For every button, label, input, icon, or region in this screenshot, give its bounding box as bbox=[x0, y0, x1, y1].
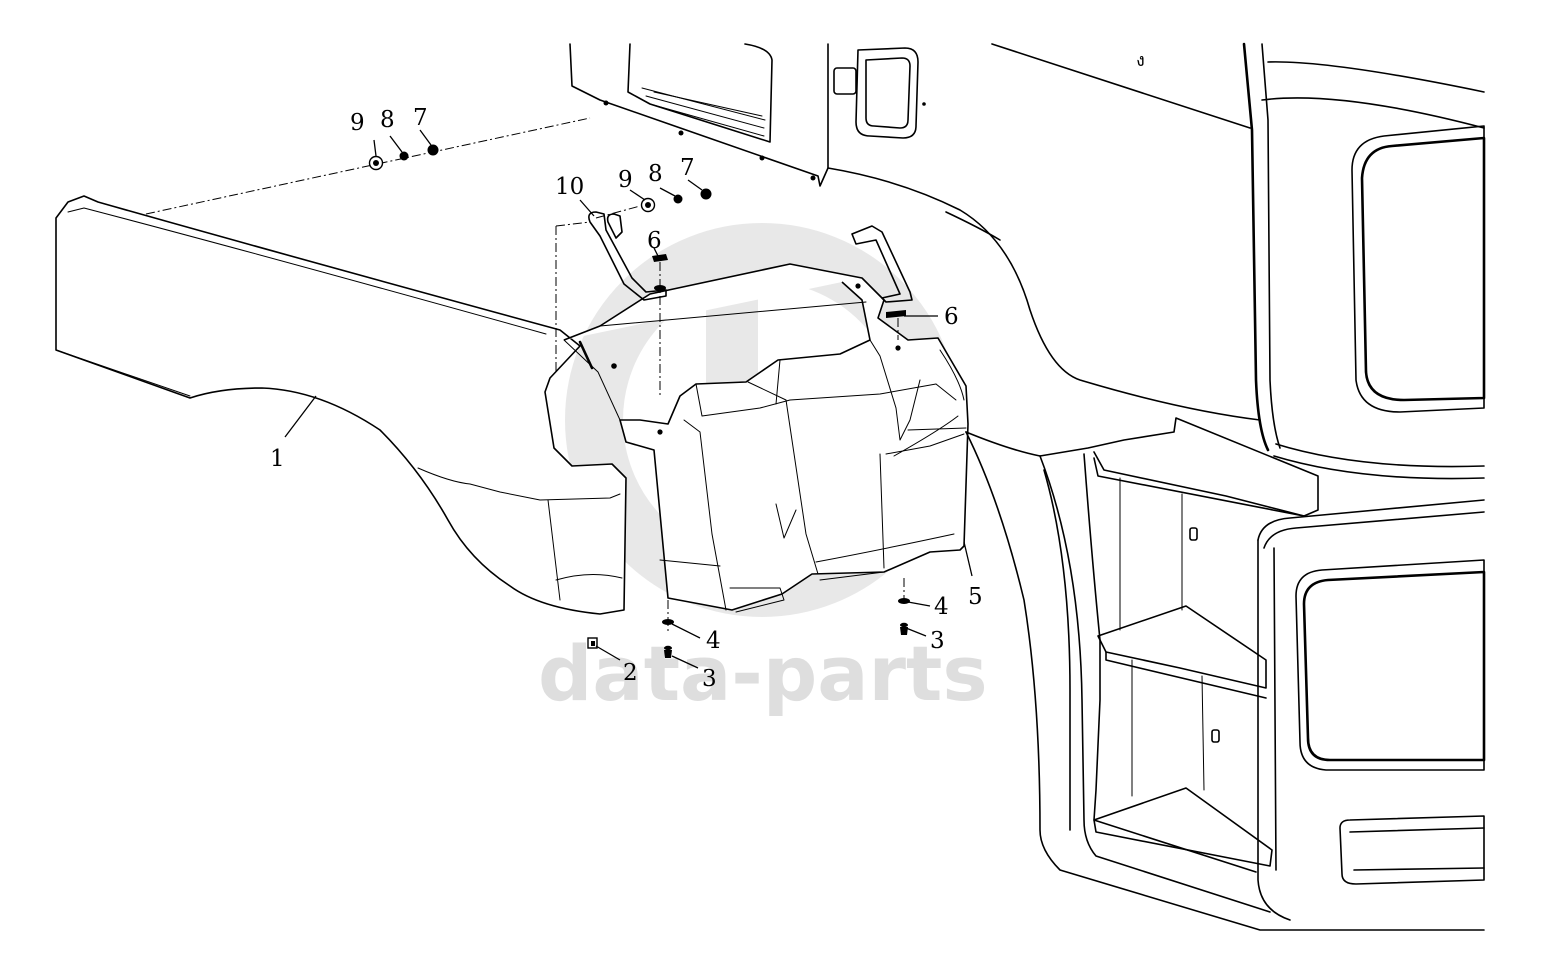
nut-7-lower-icon bbox=[700, 188, 712, 200]
callout-7-lower: 7 bbox=[680, 155, 695, 181]
washer-8-lower-icon bbox=[673, 194, 683, 204]
cab-front-steps bbox=[965, 417, 1485, 931]
bolt-3-right-icon bbox=[900, 622, 908, 635]
mudguard bbox=[563, 263, 969, 613]
callout-5: 5 bbox=[968, 584, 983, 610]
bracket-left bbox=[588, 211, 667, 301]
callout-10: 10 bbox=[555, 174, 584, 200]
callout-labels: 1 2 3 3 4 4 5 6 6 7 7 8 8 9 9 10 bbox=[270, 105, 983, 692]
callout-1: 1 bbox=[270, 446, 285, 472]
washer-9-lower-icon bbox=[640, 197, 656, 213]
washer-9-upper-icon bbox=[368, 155, 384, 171]
callout-8-lower: 8 bbox=[648, 161, 663, 187]
washer-4-right-icon bbox=[898, 598, 910, 604]
nut-7-upper-icon bbox=[427, 144, 439, 156]
cab-front-lower-window bbox=[1295, 559, 1486, 885]
callout-2: 2 bbox=[623, 660, 638, 686]
callout-6-left: 6 bbox=[647, 228, 662, 254]
door-handle bbox=[833, 47, 926, 139]
callout-8-upper: 8 bbox=[380, 107, 395, 133]
callout-9-lower: 9 bbox=[618, 167, 633, 193]
cab-lower-outline bbox=[827, 167, 1261, 421]
hardware bbox=[368, 144, 910, 658]
clip-nut-2-icon bbox=[587, 637, 598, 649]
callout-3-left: 3 bbox=[702, 666, 717, 692]
cab-side-window bbox=[1351, 125, 1486, 413]
callout-4-left: 4 bbox=[706, 628, 721, 654]
washer-4-left-icon bbox=[662, 619, 674, 625]
leader-lines bbox=[284, 129, 973, 669]
cab-side-panel bbox=[569, 43, 829, 187]
clip-6-right-icon bbox=[886, 310, 906, 318]
washer-8-upper-icon bbox=[399, 151, 409, 161]
cab-body: ง bbox=[991, 42, 1485, 480]
fender-panel bbox=[55, 195, 627, 615]
assembly-lines bbox=[145, 117, 905, 632]
cab-emblem-mark: ง bbox=[1136, 50, 1145, 71]
clip-6-left-icon bbox=[652, 254, 668, 291]
callout-6-right: 6 bbox=[944, 304, 959, 330]
watermark-text: data-parts bbox=[538, 629, 988, 718]
callout-9-upper: 9 bbox=[350, 110, 365, 136]
bracket-right bbox=[851, 225, 913, 303]
callout-3-right: 3 bbox=[930, 628, 945, 654]
bolt-3-left-icon bbox=[664, 645, 672, 658]
callout-7-upper: 7 bbox=[413, 105, 428, 131]
callout-4-right: 4 bbox=[934, 594, 949, 620]
